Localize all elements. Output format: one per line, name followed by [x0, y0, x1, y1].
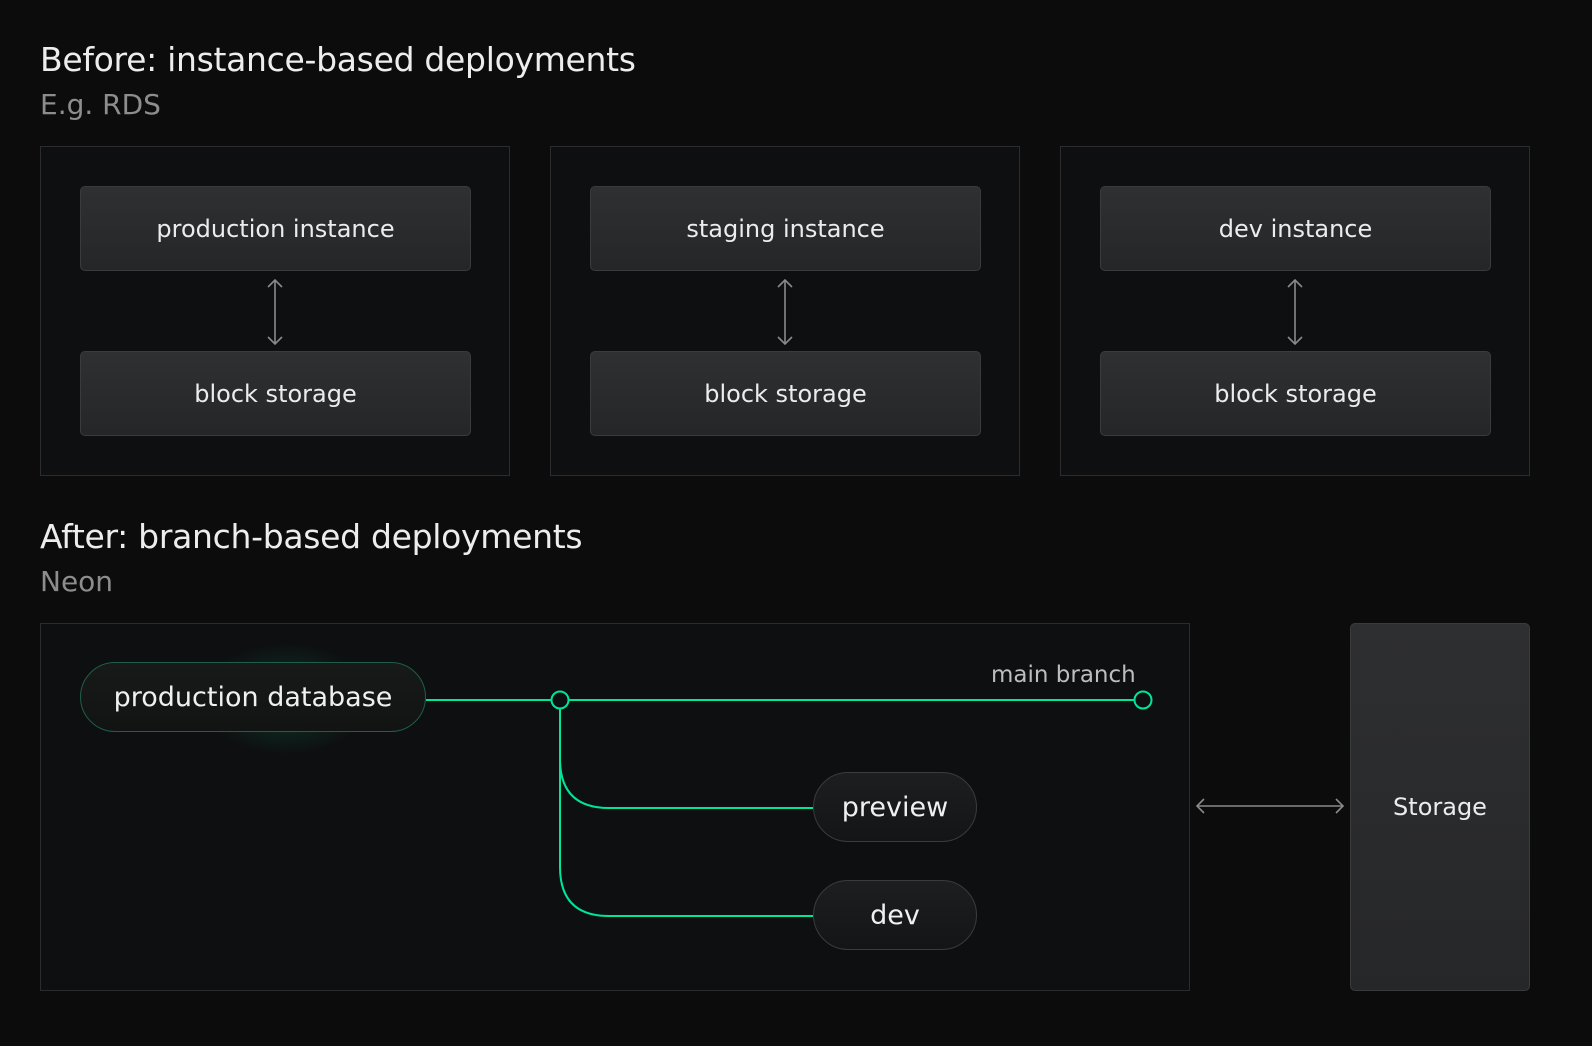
block-storage-box: block storage — [80, 351, 471, 436]
bidirectional-arrow-icon — [1195, 798, 1345, 814]
block-storage-box: block storage — [1100, 351, 1491, 436]
bidirectional-arrow-icon — [777, 278, 793, 346]
production-instance-box: production instance — [80, 186, 471, 271]
before-subheading: E.g. RDS — [40, 88, 161, 121]
block-storage-box: block storage — [590, 351, 981, 436]
after-subheading: Neon — [40, 565, 114, 598]
production-instance-panel: production instance block storage — [40, 146, 510, 476]
main-branch-label: main branch — [991, 662, 1136, 688]
production-database-pill: production database — [80, 662, 426, 732]
staging-instance-panel: staging instance block storage — [550, 146, 1020, 476]
main-branch-end-node — [1133, 690, 1153, 710]
dev-branch-pill: dev — [813, 880, 977, 950]
after-heading: After: branch-based deployments — [40, 517, 583, 556]
bidirectional-arrow-icon — [267, 278, 283, 346]
branch-panel: production database main branch preview … — [40, 623, 1190, 991]
preview-branch-line — [559, 700, 813, 809]
dev-instance-box: dev instance — [1100, 186, 1491, 271]
dev-branch-line — [559, 759, 813, 917]
bidirectional-arrow-icon — [1287, 278, 1303, 346]
before-heading: Before: instance-based deployments — [40, 40, 636, 79]
storage-box: Storage — [1350, 623, 1530, 991]
branch-lines — [426, 690, 1153, 917]
dev-instance-panel: dev instance block storage — [1060, 146, 1530, 476]
branch-point-node — [550, 690, 570, 710]
preview-branch-pill: preview — [813, 772, 977, 842]
staging-instance-box: staging instance — [590, 186, 981, 271]
